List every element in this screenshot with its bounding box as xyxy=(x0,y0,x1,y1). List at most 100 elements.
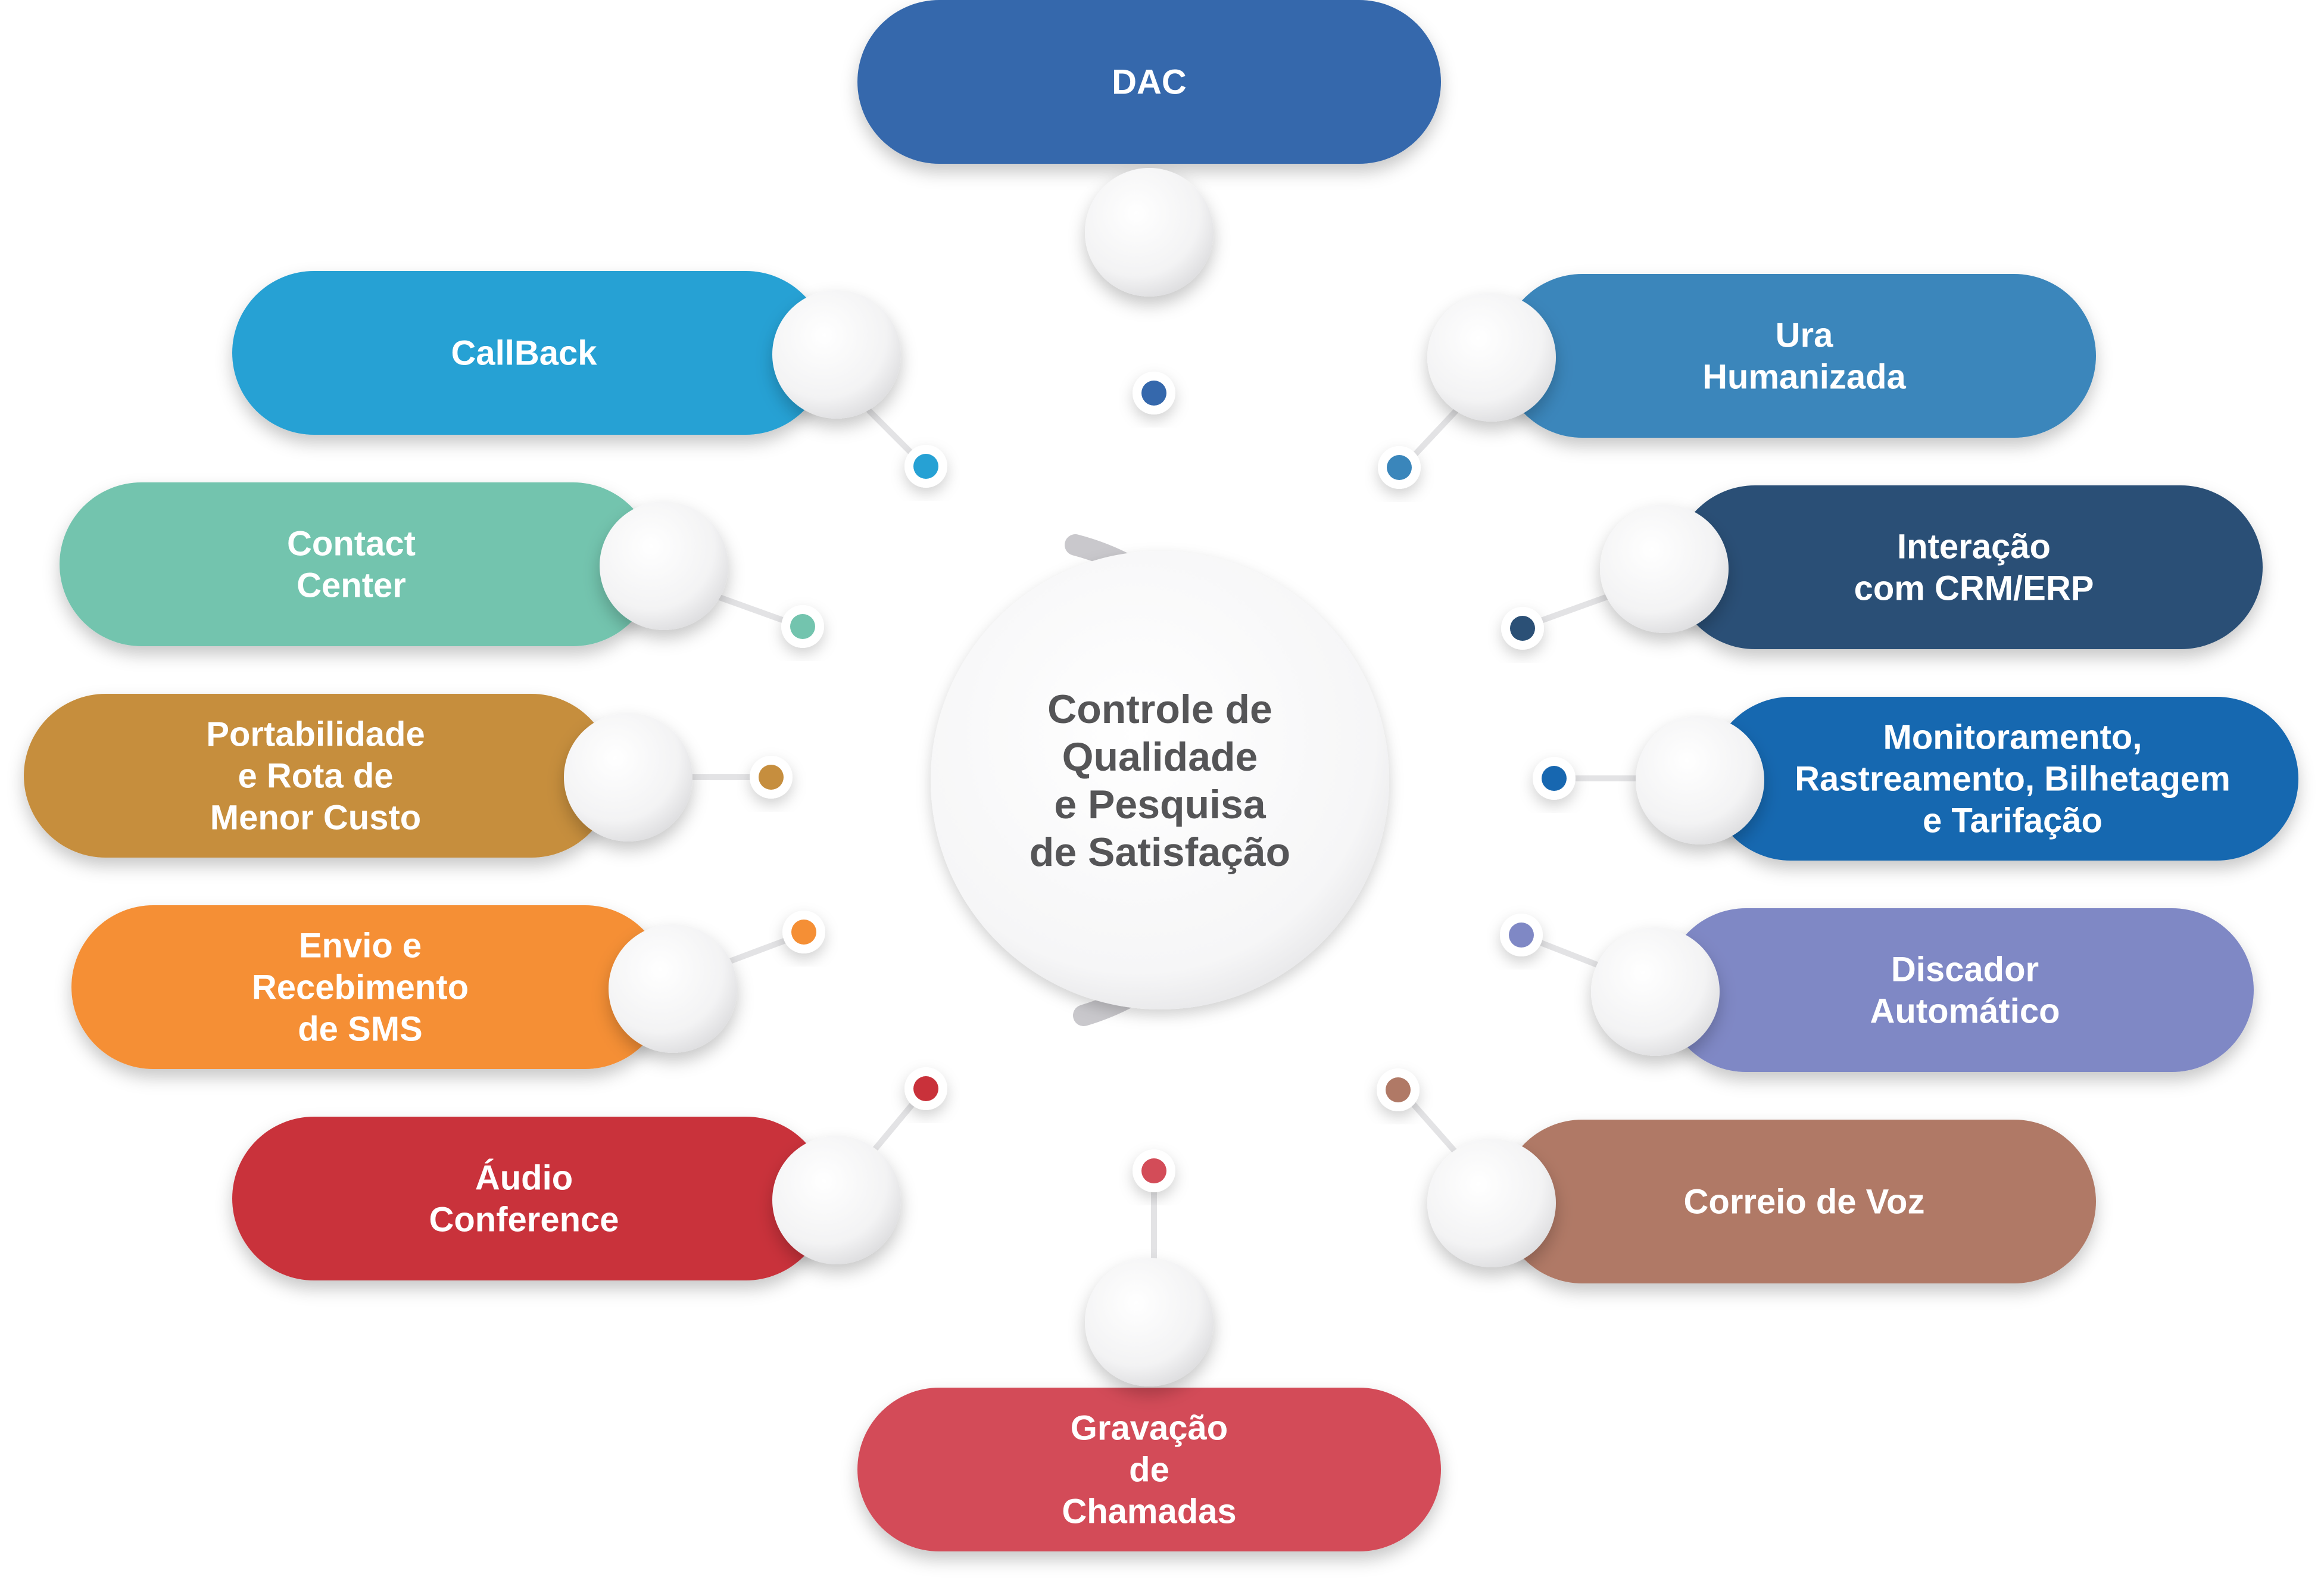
connector-dot xyxy=(1386,1077,1411,1102)
node-label-line: e Tarifação xyxy=(1923,802,2102,840)
node-dac: DAC xyxy=(857,0,1441,297)
node-pill xyxy=(857,0,1441,164)
connector-dot xyxy=(1141,381,1166,406)
node-callback: CallBack xyxy=(232,271,901,435)
node-pill xyxy=(857,1388,1441,1551)
node-label-line: Correio de Voz xyxy=(1684,1183,1925,1221)
node-knob xyxy=(609,924,737,1053)
connector-line xyxy=(712,593,792,625)
node-label-line: Contact xyxy=(287,525,416,563)
node-pill xyxy=(1664,908,2254,1072)
node-label-line: Ura xyxy=(1776,316,1833,355)
connector-dot xyxy=(1387,455,1412,480)
node-knob xyxy=(1085,1258,1214,1386)
node-label-line: com CRM/ERP xyxy=(1854,569,2094,608)
center-circle xyxy=(931,551,1389,1009)
node-pill xyxy=(232,271,828,435)
connector-dot xyxy=(1141,1158,1166,1183)
node-label-line: Monitoramento, xyxy=(1883,718,2142,757)
connector-dot xyxy=(913,454,938,479)
node-pill xyxy=(1501,274,2096,438)
node-label-line: Conference xyxy=(429,1201,619,1239)
connector-dot xyxy=(791,920,816,945)
node-knob xyxy=(772,290,901,419)
node-pill xyxy=(60,482,655,646)
node-label-line: Discador xyxy=(1891,951,2039,989)
connector-dot xyxy=(790,614,815,639)
node-label-line: Center xyxy=(297,566,406,605)
connector-dot xyxy=(759,765,784,790)
node-knob xyxy=(1427,293,1556,422)
node-knob xyxy=(1600,504,1729,633)
connector-line xyxy=(866,408,917,459)
connectors xyxy=(676,259,1652,1283)
node-knob xyxy=(1085,168,1214,297)
node-label-line: Interação xyxy=(1897,528,2051,566)
connector-dot xyxy=(913,1076,938,1101)
node-pill xyxy=(71,905,667,1069)
connector-dot xyxy=(1510,616,1535,641)
node-correio-de-voz: Correio de Voz xyxy=(1427,1120,2096,1283)
node-knob xyxy=(600,501,728,630)
center-title-line: Qualidade xyxy=(1062,734,1258,780)
node-label-line: Chamadas xyxy=(1062,1492,1236,1531)
node-label: CallBack xyxy=(451,334,597,373)
node-label-line: de SMS xyxy=(298,1010,423,1049)
node-label-line: Portabilidade xyxy=(206,715,425,754)
node-pill xyxy=(232,1117,828,1280)
center-title-line: de Satisfação xyxy=(1030,830,1290,875)
connector-line xyxy=(1408,1099,1459,1155)
node-pill xyxy=(1709,697,2298,861)
center-title-line: Controle de xyxy=(1047,687,1272,732)
node-label: Correio de Voz xyxy=(1684,1183,1925,1221)
node-knob xyxy=(1591,927,1720,1056)
node-label-line: Automático xyxy=(1870,992,2060,1031)
node-knob xyxy=(564,713,692,842)
node-knob xyxy=(772,1136,901,1264)
connector-line xyxy=(1408,408,1459,462)
node-pill xyxy=(1673,485,2263,649)
node-label-line: DAC xyxy=(1112,63,1187,102)
node-label-line: Menor Custo xyxy=(210,799,421,837)
node-label-line: Envio e xyxy=(299,927,422,965)
node-pill xyxy=(1501,1120,2096,1283)
connector-dot xyxy=(1542,766,1567,791)
node-label-line: Gravação xyxy=(1071,1409,1228,1448)
connector-line xyxy=(1533,938,1608,971)
connector-line xyxy=(869,1096,920,1155)
node-label-line: de xyxy=(1129,1451,1169,1489)
node-label-line: Recebimento xyxy=(252,968,469,1007)
center-title-line: e Pesquisa xyxy=(1054,782,1266,827)
node-knob xyxy=(1636,716,1764,844)
node-label-line: e Rota de xyxy=(238,757,393,796)
node-label-line: Humanizada xyxy=(1702,358,1906,397)
connector-line xyxy=(718,935,795,968)
connector-dot xyxy=(1509,923,1534,948)
node-label: DAC xyxy=(1112,63,1187,102)
node-label-line: CallBack xyxy=(451,334,597,373)
connector-line xyxy=(1533,593,1614,625)
node-label-line: Áudio xyxy=(475,1159,573,1198)
